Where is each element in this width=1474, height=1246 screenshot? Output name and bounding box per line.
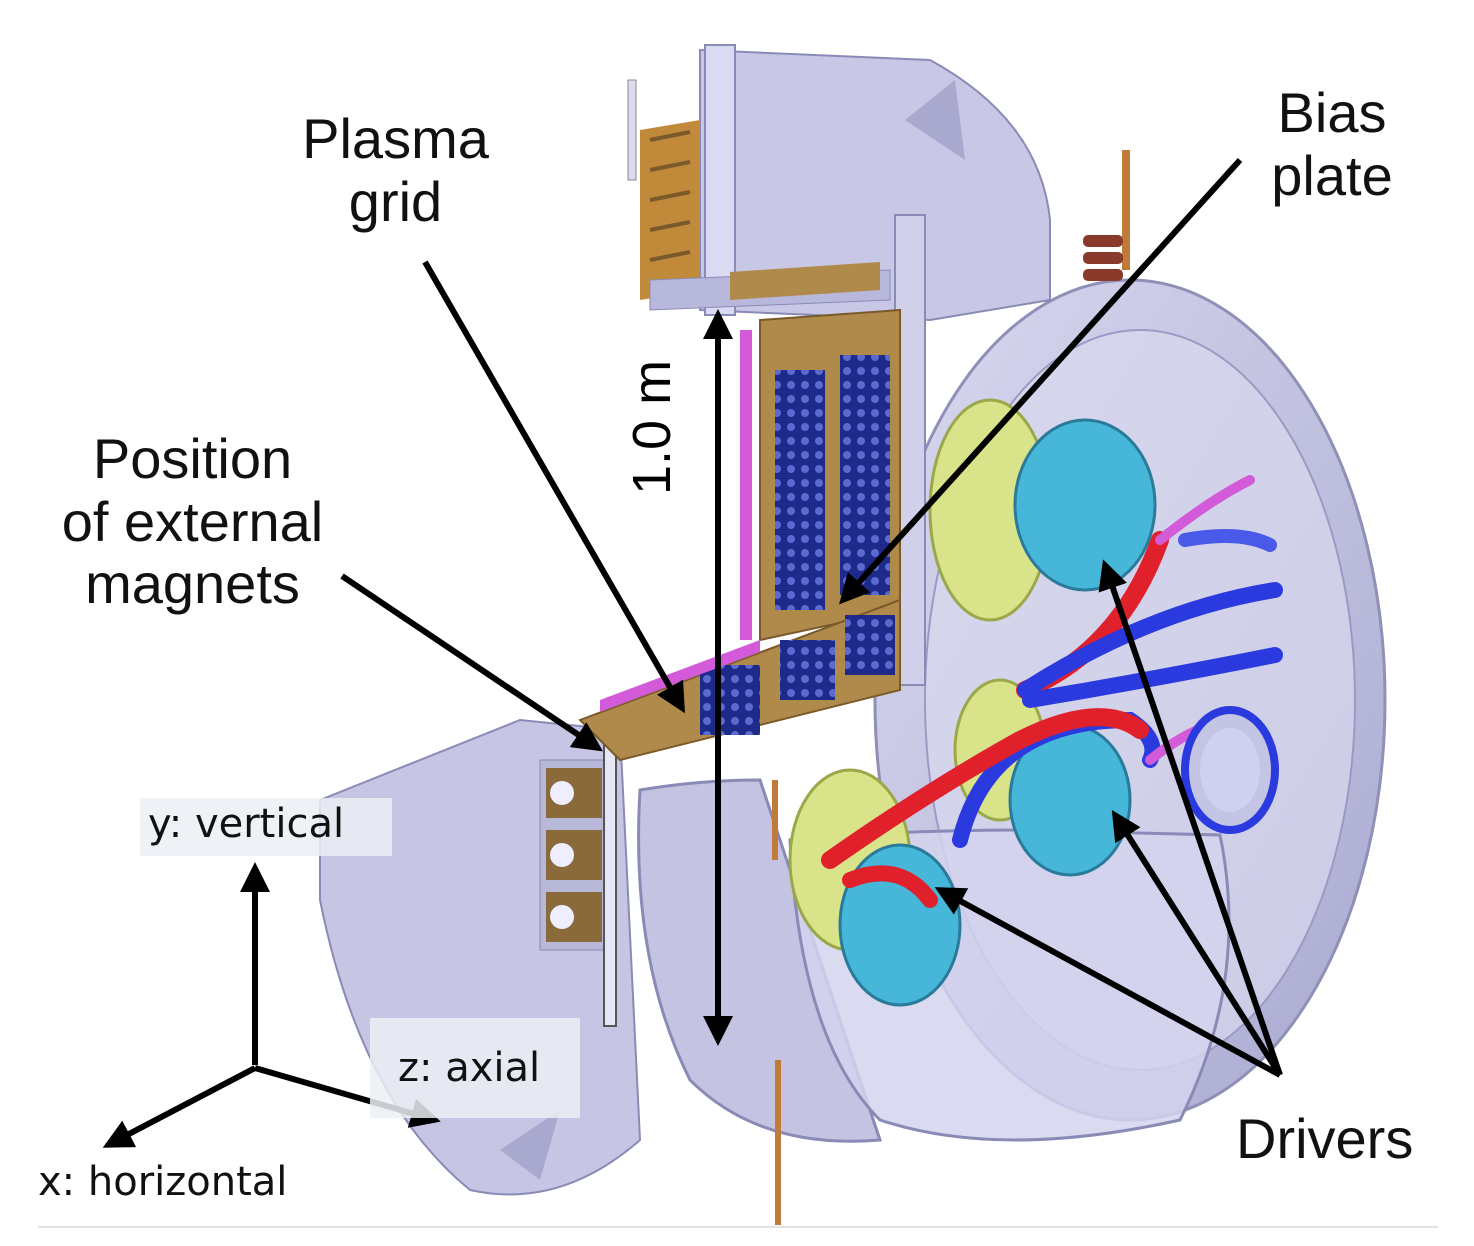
external-magnets-line-3: magnets bbox=[85, 552, 300, 616]
bias-plate-label: Bias plate bbox=[1252, 81, 1412, 207]
upper-housing bbox=[699, 44, 1051, 686]
driver-upper bbox=[928, 398, 1157, 622]
x-axis-arrow bbox=[102, 1065, 257, 1148]
drivers-arrow-3 bbox=[934, 887, 1282, 1078]
external-magnets-label: Position of external magnets bbox=[40, 427, 345, 616]
z-axis-label: z: axial bbox=[398, 1045, 541, 1091]
y-axis-label-bg bbox=[140, 798, 392, 856]
x-axis-label: x: horizontal bbox=[38, 1159, 288, 1205]
dimension-label: 1.0 m bbox=[622, 359, 682, 495]
top-insulator bbox=[772, 150, 1130, 1225]
plasma-grid-line-1: Plasma bbox=[302, 107, 489, 170]
external-magnets-arrow bbox=[340, 573, 603, 752]
side-viewport bbox=[1181, 706, 1279, 834]
plasma-grid-line-2: grid bbox=[348, 169, 443, 233]
drivers-arrow-2 bbox=[1111, 809, 1283, 1077]
external-magnets-line-1: Position bbox=[92, 427, 293, 490]
driver-lower bbox=[788, 768, 962, 1007]
plasma-grid-label: Plasma grid bbox=[288, 107, 503, 233]
plasma-grid-arrow bbox=[422, 260, 685, 714]
bias-plate-arrow bbox=[838, 157, 1243, 605]
z-axis-label-bg bbox=[370, 1018, 580, 1118]
drivers-label: Drivers bbox=[1236, 1107, 1414, 1170]
y-axis-label: y: vertical bbox=[148, 801, 345, 847]
bias-plate-line-1: Bias bbox=[1277, 81, 1387, 144]
external-magnets-line-2: of external bbox=[61, 489, 324, 553]
bias-plate-line-2: plate bbox=[1271, 143, 1393, 207]
annotation-arrows bbox=[340, 157, 1283, 1078]
bottom-divider bbox=[38, 1226, 1438, 1228]
cooling-hoses bbox=[821, 475, 1283, 908]
top-busbars bbox=[627, 79, 891, 311]
lower-housing bbox=[319, 718, 642, 1196]
drivers-arrow-1 bbox=[1098, 559, 1283, 1076]
